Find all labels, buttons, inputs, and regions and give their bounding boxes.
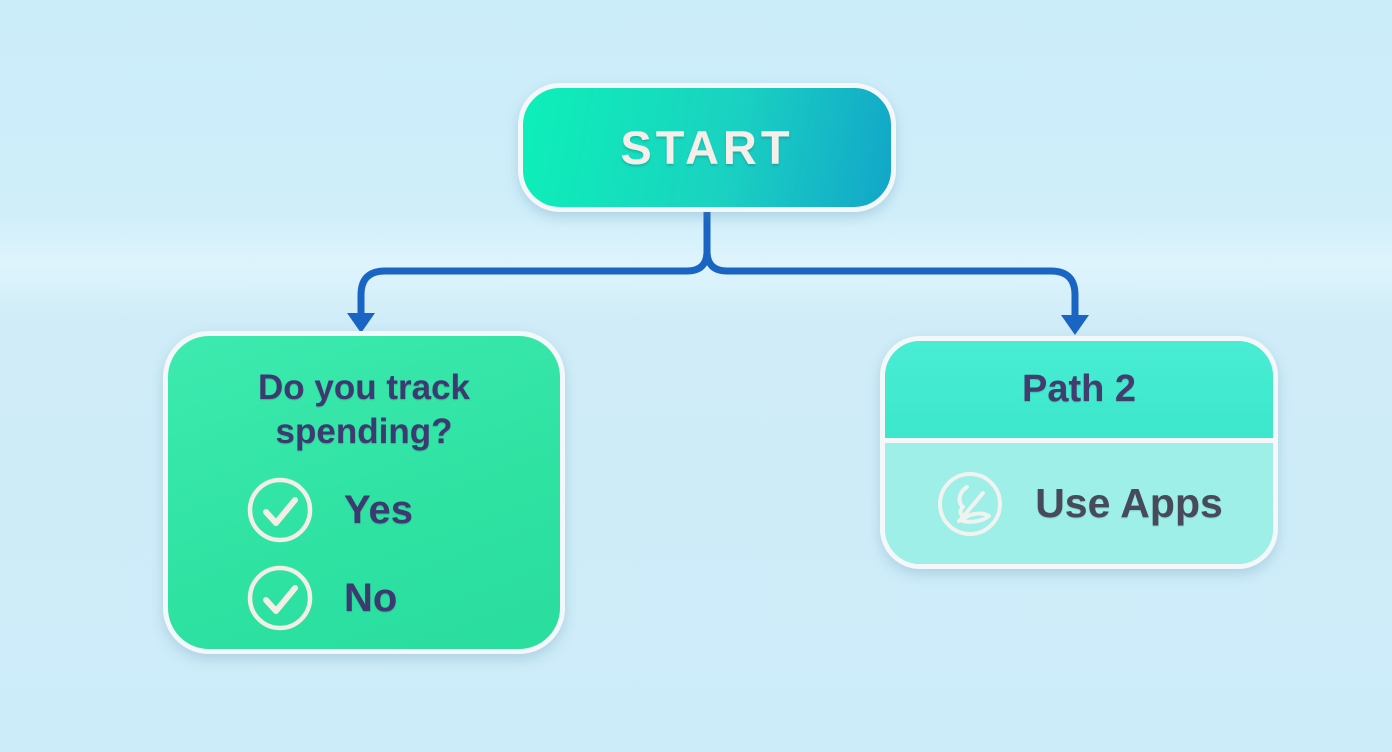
arrowhead-right [1061,315,1089,335]
check-circle-icon [246,564,314,632]
check-circle-icon [246,476,314,544]
question-options: Yes No [246,476,560,632]
path2-body: Use Apps [885,443,1273,564]
connector-left-branch [357,209,711,319]
option-yes[interactable]: Yes [246,476,560,544]
start-label: START [620,121,794,174]
question-node[interactable]: Do you track spending? Yes No [163,331,565,654]
option-no[interactable]: No [246,564,560,632]
start-node[interactable]: START [518,83,896,212]
path2-title: Path 2 [1021,368,1137,410]
path2-header: Path 2 [885,341,1273,443]
path2-node[interactable]: Path 2 Use Apps [880,336,1278,569]
connector-right-branch [703,209,1079,321]
option-no-label: No [344,575,398,620]
path2-item-label: Use Apps [1035,480,1223,526]
option-yes-label: Yes [344,487,413,532]
arrowhead-left [347,313,375,333]
question-title: Do you track spending? [258,368,470,452]
scribble-doodle-icon [935,469,1005,539]
